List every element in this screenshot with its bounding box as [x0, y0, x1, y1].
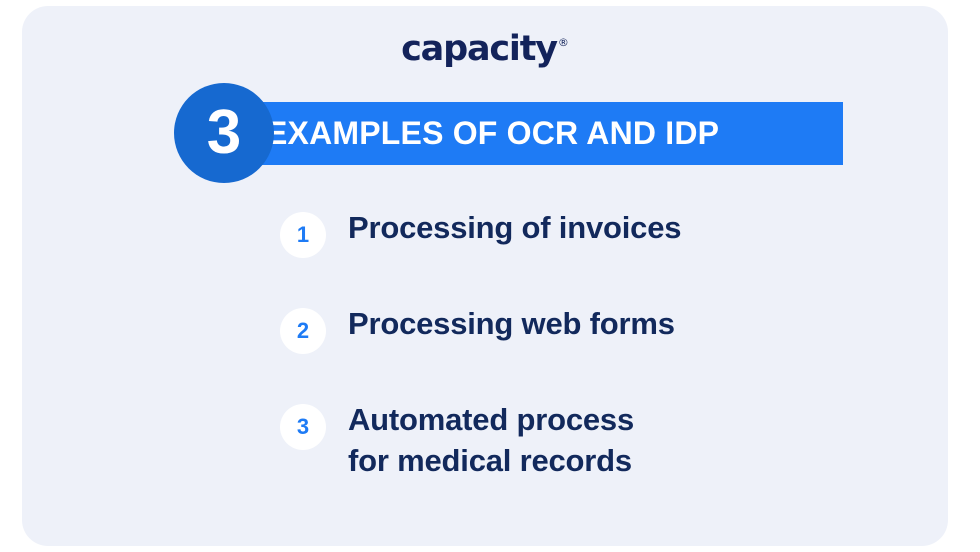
- list-item-number: 3: [280, 404, 326, 450]
- brand-logo: capacity®: [22, 32, 948, 67]
- list-item: 3 Automated process for medical records: [258, 395, 918, 481]
- headline-badge-number: 3: [206, 98, 242, 167]
- registered-trademark-icon: ®: [557, 36, 569, 49]
- list-item: 1 Processing of invoices: [258, 203, 918, 277]
- list-item-number: 2: [280, 308, 326, 354]
- list-item: 2 Processing web forms: [258, 299, 918, 373]
- list-item-label: Processing web forms: [348, 306, 675, 341]
- headline-badge: 3: [174, 83, 274, 183]
- headline-banner: EXAMPLES OF OCR AND IDP 3: [130, 83, 843, 183]
- infographic-card: capacity® EXAMPLES OF OCR AND IDP 3 1 Pr…: [22, 6, 948, 546]
- list-item-label: Automated process for medical records: [348, 402, 634, 478]
- list-item-number: 1: [280, 212, 326, 258]
- headline-bar: EXAMPLES OF OCR AND IDP: [208, 102, 843, 165]
- list-item-label: Processing of invoices: [348, 210, 682, 245]
- headline-title: EXAMPLES OF OCR AND IDP: [266, 115, 720, 151]
- example-list: 1 Processing of invoices 2 Processing we…: [258, 203, 918, 481]
- brand-logo-text: capacity: [401, 29, 558, 69]
